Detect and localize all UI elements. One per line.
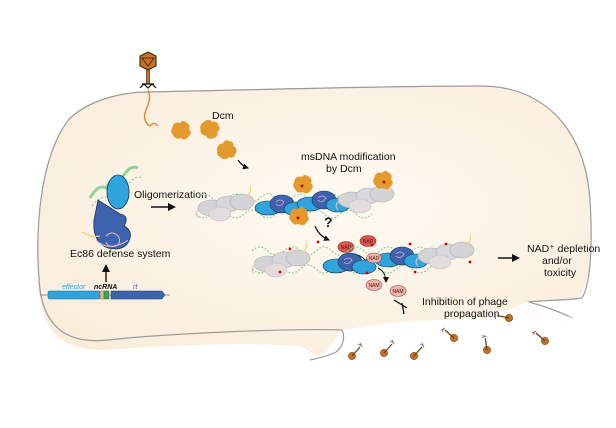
question-mark: ?	[324, 214, 333, 230]
msdna-modification-label-line2: by Dcm	[326, 163, 362, 175]
svg-text:NAM: NAM	[368, 283, 379, 289]
ncrna-msd	[103, 290, 110, 300]
dcm-bound-3	[289, 207, 309, 226]
cell-membrane-rupture-lip	[309, 329, 345, 361]
nad-depletion-label-line2: and/or	[542, 255, 572, 267]
svg-text:NAD: NAD	[369, 256, 380, 262]
oligomer-filament-bottom	[251, 233, 475, 278]
phage-injecting-icon	[139, 51, 157, 89]
dcm-label: Dcm	[212, 110, 234, 122]
gene-locus	[40, 290, 170, 300]
bacterial-cell	[37, 86, 592, 356]
inhibition-label-line2: propagation	[444, 308, 500, 320]
effector-gene-label: effector	[62, 284, 86, 291]
ec86-monomer-complex	[81, 165, 143, 250]
rt-gene	[110, 290, 166, 300]
ncrna-msr	[99, 290, 105, 300]
rt-gene-label: rt	[133, 284, 138, 291]
svg-text:NAD: NAD	[341, 245, 352, 251]
cell-rupture-gap	[346, 302, 572, 360]
nad-cleavage-arrow	[377, 267, 389, 283]
dcm-bound-2	[373, 171, 393, 190]
svg-text:NAM: NAM	[392, 289, 403, 295]
oligomerization-label: Oligomerization	[134, 189, 207, 201]
nam-molecule-1: NAM	[365, 279, 383, 291]
nad-depletion-label-line3: toxicity	[544, 267, 577, 279]
cell-membrane	[37, 85, 592, 342]
oligomer-filament-top	[195, 177, 395, 222]
effector-gene	[47, 290, 101, 300]
uncertain-transition-arrow	[314, 225, 330, 241]
svg-text:NAD: NAD	[363, 239, 374, 245]
methyl-marks	[278, 240, 472, 275]
dcm-bound-1	[293, 175, 313, 194]
nad-bound: NAD	[366, 252, 382, 264]
dcm-arrow	[237, 159, 249, 170]
nad-molecule-1: NAD	[337, 241, 355, 253]
inhibition-label-line1: Inhibition of phage	[422, 296, 508, 308]
nad-molecule-2: NAD	[359, 235, 377, 247]
nam-molecule-2: NAM	[389, 285, 407, 297]
msdna-modification-label-line1: msDNA modification	[301, 151, 396, 163]
inhibition-symbol	[393, 299, 408, 315]
ncrna-gene-label: ncRNA	[94, 284, 117, 291]
ec86-defense-system-label: Ec86 defense system	[70, 248, 171, 260]
phage-dna-strand	[143, 89, 159, 127]
nad-depletion-label-line1: NAD⁺ depletion	[527, 243, 600, 255]
